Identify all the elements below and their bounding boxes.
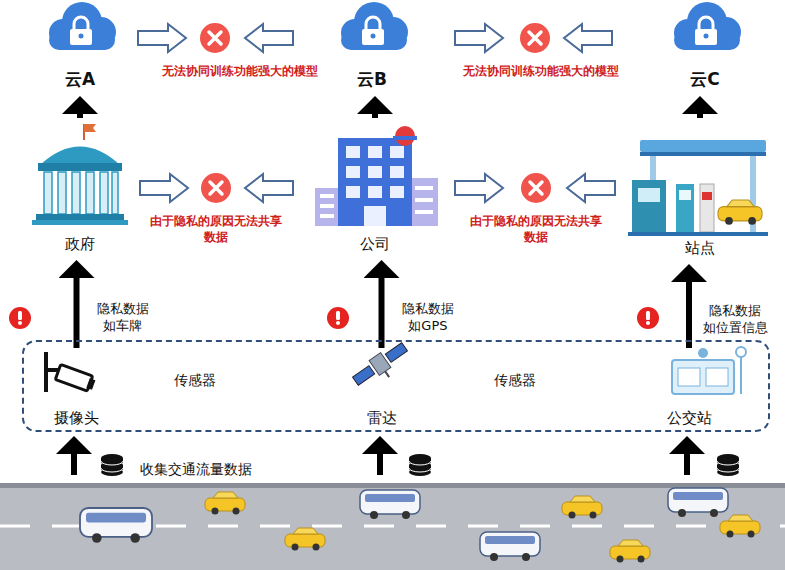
node-label: 政府 — [65, 235, 95, 256]
sensor-node: 公交站 — [644, 350, 734, 430]
road-label: 收集交通流量数据 — [140, 460, 252, 478]
edge-label: 隐私数据 如GPS — [392, 301, 465, 335]
warning-note: 无法协同训练功能强大的模型 — [162, 64, 318, 80]
node-label: 云C — [690, 69, 719, 92]
sensor-node: 摄像头 — [39, 350, 114, 430]
org-node: 政府 — [25, 120, 135, 256]
sensor-node: 雷达 — [344, 350, 419, 430]
sensor-group: 传感器 传感器摄像头 雷达 公交站 — [22, 340, 770, 432]
flow-arrow — [379, 272, 385, 348]
flow-arrow — [686, 276, 692, 348]
edge-label: 隐私数据 如位置信息 — [699, 303, 772, 337]
flow-arrow — [697, 108, 703, 118]
node-label: 公交站 — [667, 409, 712, 430]
flow-arrow — [372, 108, 378, 118]
flow-arrow — [77, 108, 83, 118]
flow-arrow — [74, 272, 80, 348]
node-label: 云B — [357, 69, 387, 92]
node-label: 摄像头 — [54, 409, 99, 430]
group-label: 传感器 — [174, 372, 216, 392]
node-label: 云A — [65, 69, 95, 92]
org-node: 公司 — [290, 120, 460, 256]
warning-note: 由于隐私的原因无法共享 数据 — [466, 214, 605, 245]
warning-note: 无法协同训练功能强大的模型 — [463, 64, 619, 80]
cloud-node: 云B — [322, 2, 422, 92]
org-node: 站点 — [625, 120, 775, 260]
group-label: 传感器 — [494, 372, 536, 392]
node-label: 公司 — [360, 235, 390, 256]
node-label: 雷达 — [367, 409, 397, 430]
node-label: 站点 — [685, 239, 715, 260]
cloud-node: 云C — [655, 2, 755, 92]
cloud-node: 云A — [30, 2, 130, 92]
warning-note: 由于隐私的原因无法共享 数据 — [146, 214, 285, 245]
edge-label: 隐私数据 如车牌 — [87, 301, 160, 335]
